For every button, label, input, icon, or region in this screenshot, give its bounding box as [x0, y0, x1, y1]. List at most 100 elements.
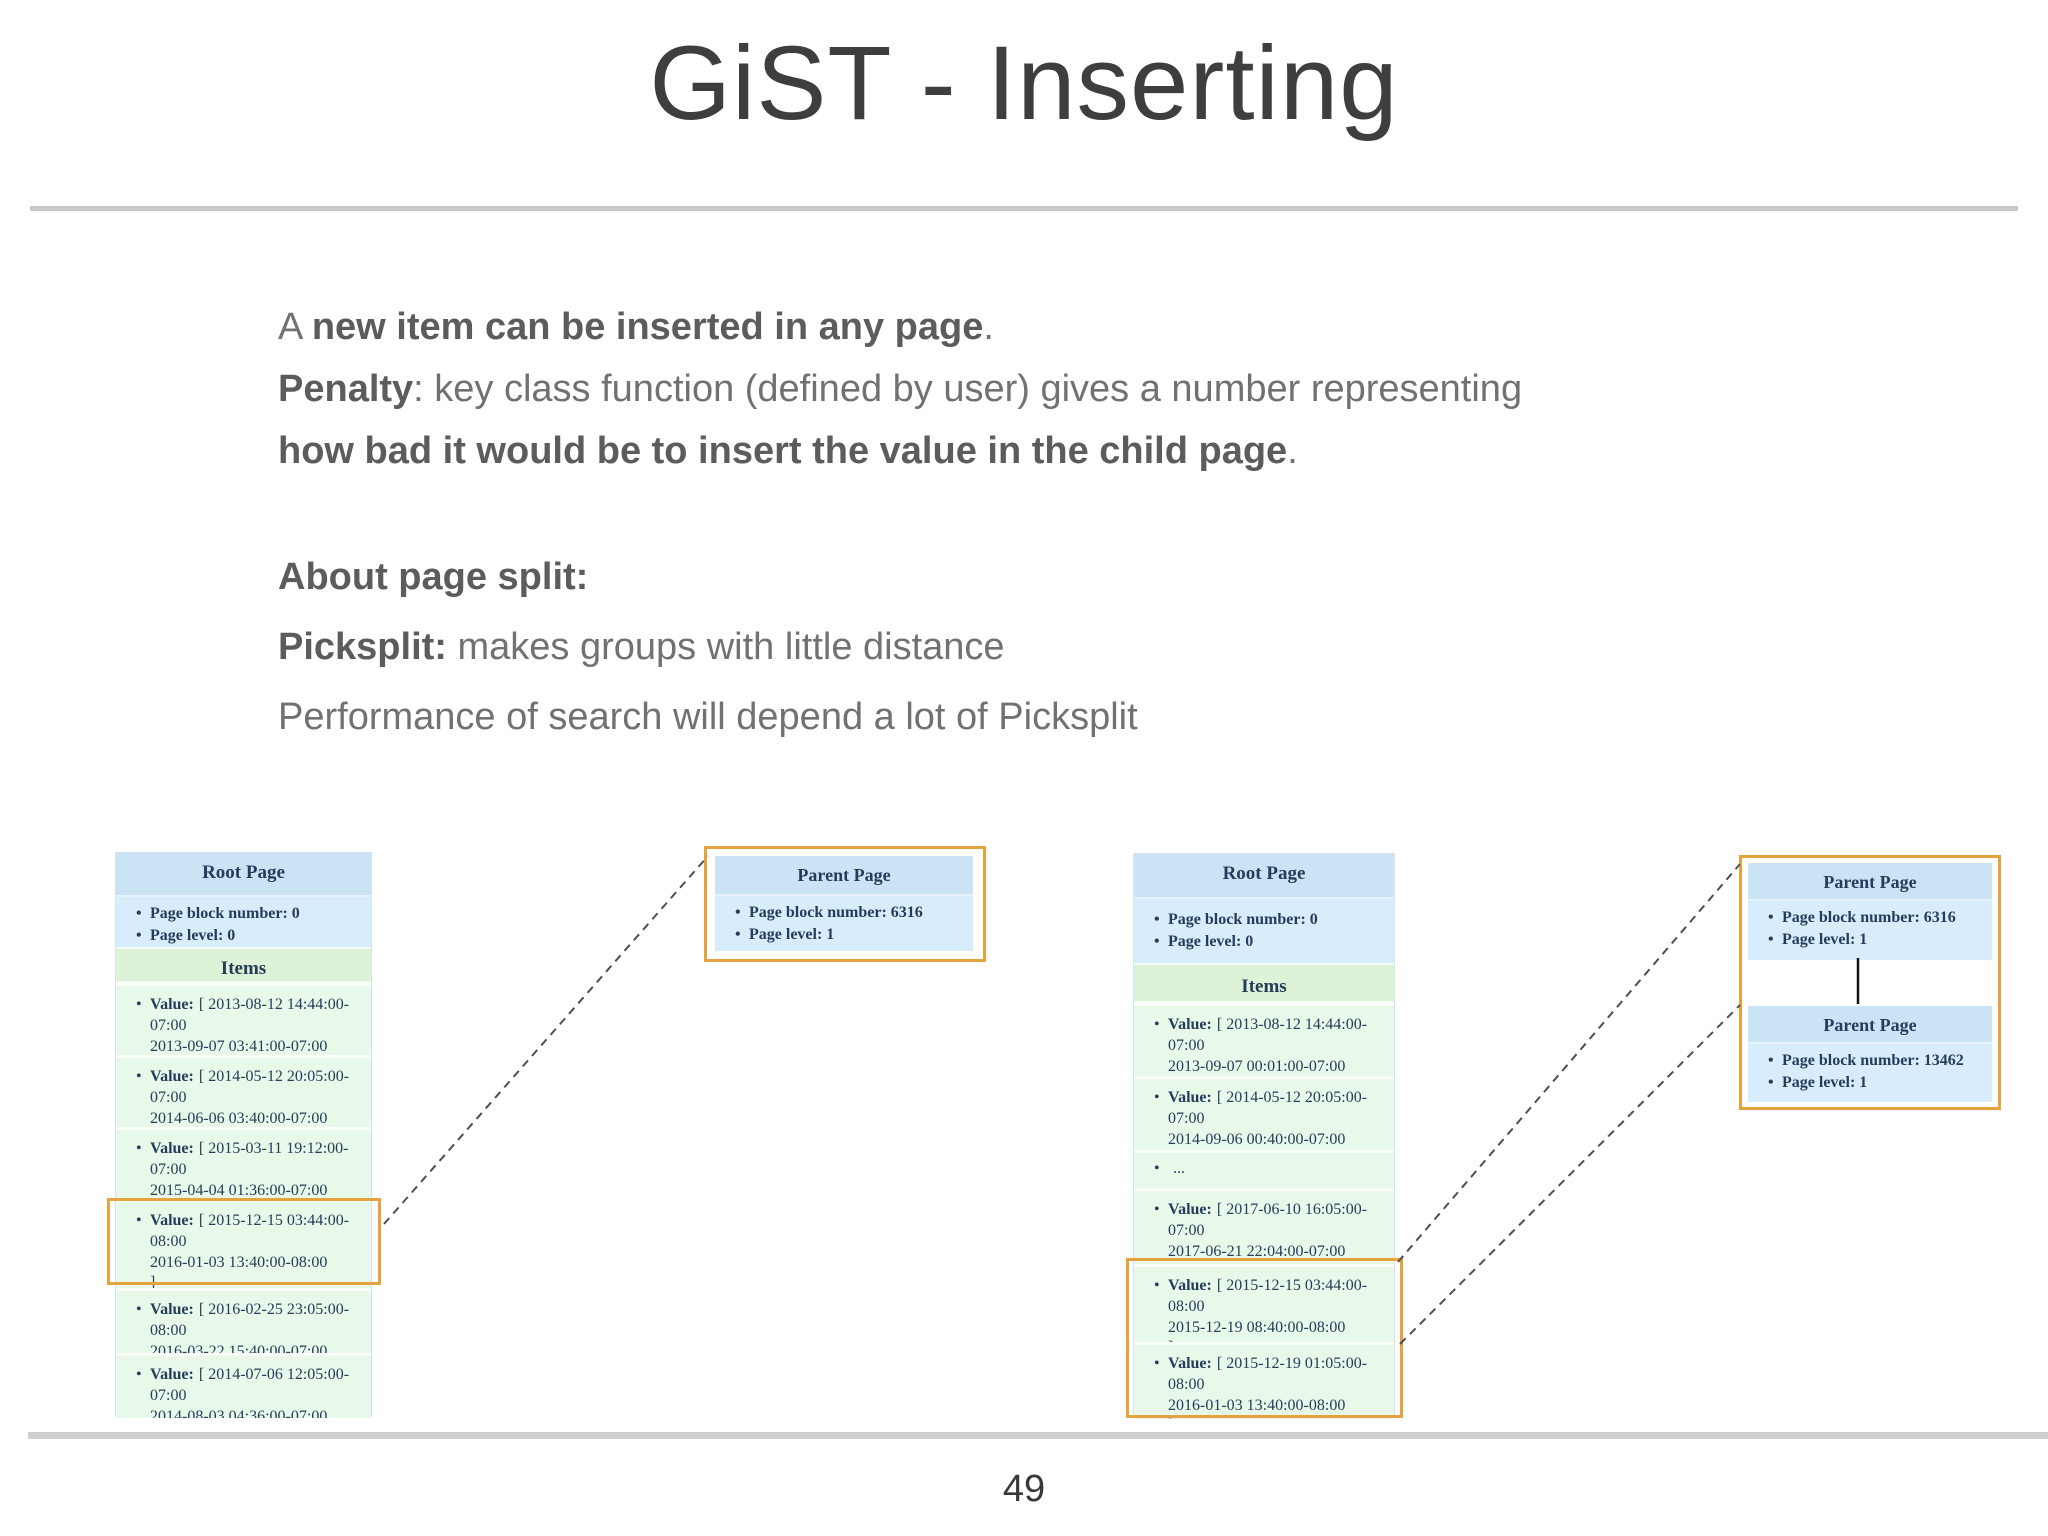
meta-line: Page block number: 0 — [134, 903, 367, 925]
body-line-3: how bad it would be to insert the value … — [278, 430, 1298, 473]
item-value: Value:[ 2014-07-06 12:05:00-07:00 2014-0… — [134, 1365, 367, 1418]
meta-line: Page level: 0 — [134, 925, 367, 947]
page-meta: Page block number: 0 Page level: 0 — [1134, 899, 1394, 963]
item-cell: Value:[ 2013-08-12 14:44:00-07:00 2013-0… — [1134, 1003, 1394, 1076]
item-cell: Value:[ 2013-08-12 14:44:00-07:00 2013-0… — [116, 983, 371, 1055]
highlight-box — [107, 1198, 381, 1285]
meta-line: Page block number: 13462 — [1766, 1050, 1988, 1072]
meta-line: Page level: 1 — [1766, 1072, 1988, 1094]
text-segment: makes groups with little distance — [446, 626, 1005, 668]
page-number: 49 — [1002, 1468, 1046, 1510]
text-segment-bold: Penalty — [278, 368, 414, 410]
parent-page-box-bottom: Parent Page Page block number: 13462 Pag… — [1748, 1006, 1992, 1102]
page-meta: Page block number: 6316 Page level: 1 — [715, 896, 973, 951]
value-label: Value: — [150, 1212, 194, 1229]
meta-line: Page block number: 6316 — [1766, 907, 1988, 929]
text-segment: . — [1287, 430, 1298, 472]
items-header: Items — [1134, 963, 1394, 1003]
item-cell: Value:[ 2014-05-12 20:05:00-07:00 2014-0… — [116, 1055, 371, 1127]
text-segment-bold: new item can be inserted in any page — [311, 306, 984, 348]
item-value: Value:[ 2013-08-12 14:44:00-07:00 2013-0… — [134, 995, 367, 1055]
item-value: Value:[ 2015-12-15 03:44:00-08:00 2015-1… — [1152, 1276, 1390, 1342]
parent-page-box: Parent Page Page block number: 6316 Page… — [715, 856, 973, 951]
item-cell: Value:[ 2014-05-12 20:05:00-07:00 2014-0… — [1134, 1076, 1394, 1150]
footer-divider — [28, 1432, 2048, 1439]
item-cell: Value:[ 2016-02-25 23:05:00-08:00 2016-0… — [116, 1288, 371, 1353]
item-value: Value:[ 2017-06-10 16:05:00-07:00 2017-0… — [1152, 1200, 1390, 1264]
value-range: [ 2016-02-25 23:05:00-08:00 2016-03-22 1… — [150, 1301, 350, 1353]
about-page-split-heading: About page split: — [278, 556, 589, 598]
item-value: Value:[ 2015-12-19 01:05:00-08:00 2016-0… — [1152, 1354, 1390, 1419]
title-divider — [30, 206, 2018, 211]
page-box-title: Parent Page — [715, 856, 973, 896]
value-range: [ 2014-05-12 20:05:00-07:00 2014-06-06 0… — [150, 1068, 350, 1127]
meta-line: Page level: 1 — [733, 924, 969, 946]
item-cell-highlighted: Value:[ 2015-12-15 03:44:00-08:00 2016-0… — [116, 1199, 371, 1288]
value-label: Value: — [150, 1140, 194, 1157]
text-segment-bold: Picksplit: — [278, 626, 447, 668]
value-range: [ 2017-06-10 16:05:00-07:00 2017-06-21 2… — [1168, 1201, 1368, 1264]
body-line-1: A new item can be inserted in any page. — [278, 306, 994, 349]
value-label: Value: — [1168, 1201, 1212, 1218]
value-label: Value: — [1168, 1089, 1212, 1106]
dashed-connector-right-top — [1397, 863, 1741, 1263]
value-range: [ 2014-05-12 20:05:00-07:00 2014-09-06 0… — [1168, 1089, 1368, 1148]
value-range: [ 2014-07-06 12:05:00-07:00 2014-08-03 0… — [150, 1366, 350, 1418]
mid-parent-page-frame: Parent Page Page block number: 6316 Page… — [704, 846, 986, 962]
parent-page-box-top: Parent Page Page block number: 6316 Page… — [1748, 863, 1992, 960]
item-value: Value:[ 2016-02-25 23:05:00-08:00 2016-0… — [134, 1300, 367, 1353]
value-range: [ 2015-12-19 01:05:00-08:00 2016-01-03 1… — [1168, 1355, 1368, 1419]
page-box-title: Parent Page — [1748, 1006, 1992, 1044]
item-value: Value:[ 2014-05-12 20:05:00-07:00 2014-0… — [134, 1067, 367, 1127]
item-cell: Value:[ 2015-03-11 19:12:00-07:00 2015-0… — [116, 1127, 371, 1199]
performance-line: Performance of search will depend a lot … — [278, 696, 1138, 738]
page-meta: Page block number: 0 Page level: 0 — [116, 897, 371, 947]
value-label: Value: — [1168, 1016, 1212, 1033]
left-root-page-box: Root Page Page block number: 0 Page leve… — [115, 852, 372, 1418]
value-range: [ 2013-08-12 14:44:00-07:00 2013-09-07 0… — [1168, 1016, 1368, 1075]
value-range: [ 2015-03-11 19:12:00-07:00 2015-04-04 0… — [150, 1140, 349, 1199]
value-range: [ 2015-12-15 03:44:00-08:00 2016-01-03 1… — [150, 1212, 350, 1288]
meta-line: Page level: 0 — [1152, 931, 1390, 953]
item-value: Value:[ 2013-08-12 14:44:00-07:00 2013-0… — [1152, 1015, 1390, 1076]
body-line-2: Penalty: key class function (defined by … — [278, 368, 1522, 411]
highlight-box — [1126, 1258, 1403, 1418]
value-label: Value: — [1168, 1355, 1212, 1372]
item-cell: Value:[ 2014-07-06 12:05:00-07:00 2014-0… — [116, 1353, 371, 1418]
page-meta: Page block number: 6316 Page level: 1 — [1748, 901, 1992, 960]
text-segment-bold: how bad it would be to insert the value … — [278, 430, 1288, 472]
page-meta: Page block number: 13462 Page level: 1 — [1748, 1044, 1992, 1102]
item-cell-highlighted: Value:[ 2015-12-19 01:05:00-08:00 2016-0… — [1134, 1342, 1394, 1419]
page-box-title: Parent Page — [1748, 863, 1992, 901]
value-label: Value: — [150, 1301, 194, 1318]
value-label: Value: — [150, 996, 194, 1013]
meta-line: Page level: 1 — [1766, 929, 1988, 951]
right-root-page-box: Root Page Page block number: 0 Page leve… — [1133, 853, 1395, 1419]
item-value: Value:[ 2015-12-15 03:44:00-08:00 2016-0… — [134, 1211, 367, 1288]
value-label: Value: — [1168, 1277, 1212, 1294]
item-cell-highlighted: Value:[ 2015-12-15 03:44:00-08:00 2015-1… — [1134, 1264, 1394, 1342]
item-cell-ellipsis: ... — [1134, 1150, 1394, 1188]
page-box-title: Root Page — [116, 853, 371, 897]
meta-line: Page block number: 0 — [1152, 909, 1390, 931]
item-value: ... — [1152, 1159, 1390, 1180]
value-label: Value: — [150, 1366, 194, 1383]
text-segment: : key class function (defined by user) g… — [413, 368, 1523, 410]
item-value: Value:[ 2015-03-11 19:12:00-07:00 2015-0… — [134, 1139, 367, 1199]
value-range: [ 2013-08-12 14:44:00-07:00 2013-09-07 0… — [150, 996, 350, 1055]
meta-line: Page block number: 6316 — [733, 902, 969, 924]
dashed-connector-left — [383, 855, 709, 1225]
value-range: [ 2015-12-15 03:44:00-08:00 2015-12-19 0… — [1168, 1277, 1368, 1342]
right-parent-pages-frame: Parent Page Page block number: 6316 Page… — [1739, 855, 2001, 1110]
dashed-connector-right-bottom — [1399, 1004, 1741, 1345]
text-segment: A — [278, 306, 312, 348]
picksplit-line: Picksplit: makes groups with little dist… — [278, 626, 1005, 669]
slide-title: GiST - Inserting — [649, 25, 1399, 142]
items-header: Items — [116, 947, 371, 983]
item-value: Value:[ 2014-05-12 20:05:00-07:00 2014-0… — [1152, 1088, 1390, 1150]
item-cell: Value:[ 2017-06-10 16:05:00-07:00 2017-0… — [1134, 1188, 1394, 1264]
page-box-title: Root Page — [1134, 854, 1394, 899]
value-label: Value: — [150, 1068, 194, 1085]
text-segment: . — [983, 306, 994, 348]
